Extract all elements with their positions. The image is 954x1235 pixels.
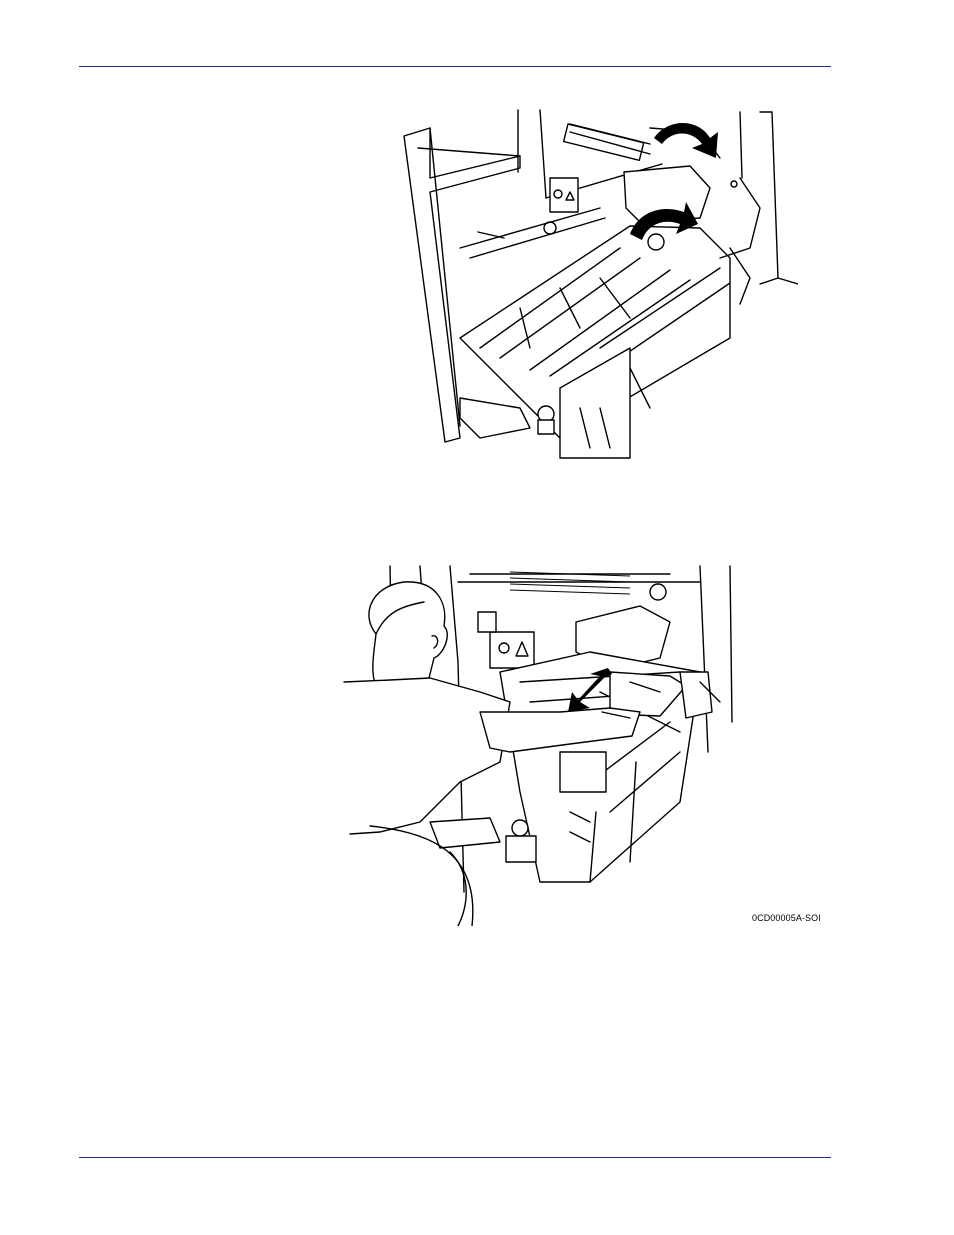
footer-rule — [79, 1157, 831, 1158]
header-rule — [79, 66, 831, 67]
figure-code: 0CD00005A-SOI — [752, 913, 822, 923]
printer-tray-illustration — [400, 108, 798, 464]
person-removing-part-illustration: 0CD00005A-SOI — [340, 562, 820, 926]
